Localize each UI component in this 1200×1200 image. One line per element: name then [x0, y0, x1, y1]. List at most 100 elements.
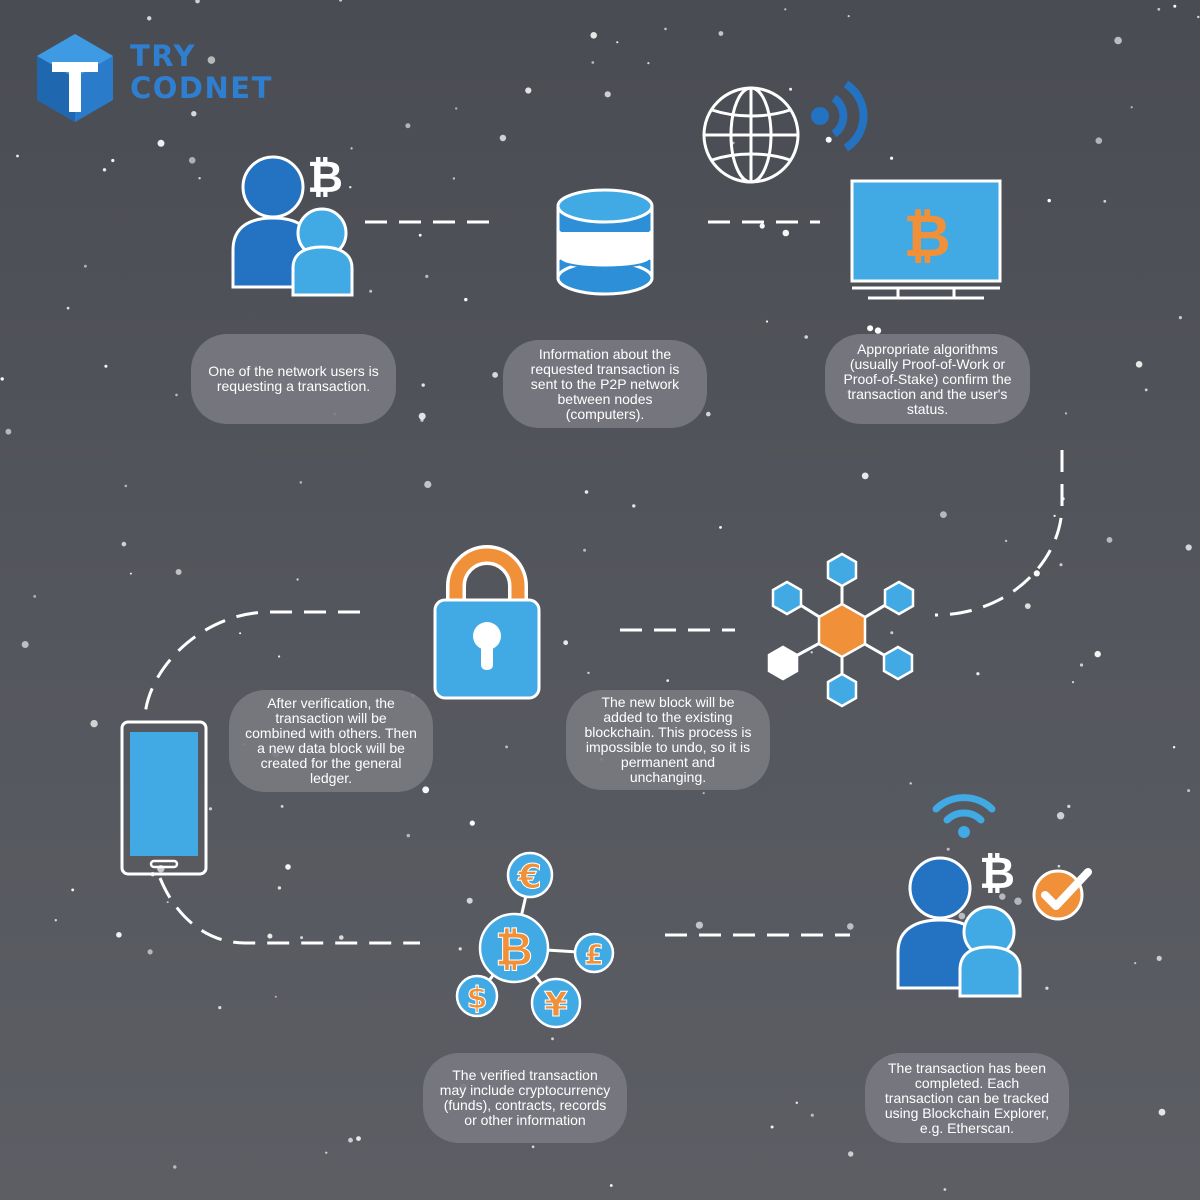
star — [1185, 544, 1192, 551]
star — [425, 274, 429, 278]
star — [795, 1101, 798, 1105]
star — [719, 526, 722, 529]
step-6-description: The verified transaction may include cry… — [423, 1053, 627, 1143]
star — [296, 578, 299, 581]
hex-node-upper-right — [883, 580, 915, 616]
star — [1106, 537, 1113, 543]
star — [587, 671, 590, 675]
star — [300, 936, 304, 940]
star — [867, 325, 874, 332]
euro-symbol-icon: € — [517, 857, 542, 897]
star — [157, 139, 165, 147]
star — [339, 0, 343, 2]
star — [604, 91, 611, 98]
star — [584, 490, 589, 494]
star — [1114, 36, 1122, 45]
star — [1157, 7, 1161, 11]
yen-symbol-icon: ¥ — [544, 985, 568, 1025]
transaction-complete-users-icon: ₿ — [896, 848, 1092, 998]
star — [765, 320, 769, 323]
star — [958, 912, 966, 920]
step-1-description: One of the network users is requesting a… — [191, 334, 396, 424]
hex-node-lower-right — [882, 645, 914, 681]
star — [116, 932, 122, 938]
hex-node-center — [817, 602, 867, 659]
database-icon — [556, 188, 654, 296]
star — [505, 745, 508, 749]
wireless-signal-icon — [811, 80, 868, 152]
brand-line-2: CODNET — [130, 71, 273, 105]
star — [632, 504, 636, 508]
step-4-description: After verification, the transaction will… — [229, 690, 433, 792]
bitcoin-symbol-icon: ₿ — [495, 922, 533, 976]
hex-node-top — [826, 552, 858, 588]
step-2-description: Information about the requested transact… — [503, 340, 707, 428]
star — [405, 123, 411, 129]
star — [702, 792, 705, 795]
star — [848, 1151, 854, 1157]
star — [1045, 986, 1049, 990]
star — [525, 87, 532, 94]
star — [452, 177, 456, 180]
star — [280, 805, 284, 808]
star — [1197, 15, 1200, 19]
blockchain-network-icon — [767, 552, 915, 708]
star — [239, 632, 242, 635]
star — [531, 1145, 535, 1149]
star — [102, 168, 107, 172]
star — [718, 31, 724, 36]
star — [890, 631, 894, 635]
star — [695, 921, 704, 929]
star — [874, 327, 882, 334]
star — [422, 786, 430, 794]
star — [54, 919, 57, 922]
star — [90, 719, 98, 728]
star — [1134, 962, 1137, 965]
star — [277, 886, 282, 890]
step-7-description: The transaction has been completed. Each… — [865, 1053, 1069, 1143]
star — [21, 641, 29, 648]
star — [1004, 539, 1008, 543]
star — [1095, 137, 1103, 144]
star — [166, 901, 169, 904]
step-5-description: The new block will be added to the exist… — [566, 690, 770, 790]
padlock-icon — [433, 545, 541, 700]
star — [1135, 361, 1143, 368]
star — [664, 27, 667, 31]
star — [349, 186, 352, 189]
star — [104, 364, 108, 368]
bitcoin-symbol-icon: ₿ — [307, 152, 343, 203]
star — [418, 233, 422, 237]
star — [274, 995, 277, 998]
star — [455, 107, 458, 110]
star — [759, 223, 765, 229]
star — [267, 933, 273, 939]
star — [825, 136, 832, 143]
star — [173, 1165, 177, 1169]
star — [789, 87, 793, 91]
star — [339, 935, 344, 940]
star — [1059, 563, 1063, 567]
dollar-symbol-icon: $ — [467, 981, 488, 1016]
users-requesting-icon: ₿ — [231, 152, 354, 297]
euro-node — [506, 851, 554, 899]
star — [1053, 514, 1056, 518]
star — [804, 335, 808, 339]
star — [466, 897, 473, 904]
star — [175, 569, 182, 575]
bitcoin-symbol-icon: ₿ — [903, 202, 950, 270]
star — [1079, 663, 1084, 667]
connector-monitor-to-network — [934, 450, 1064, 617]
star — [406, 833, 410, 838]
star — [369, 289, 373, 293]
star — [706, 411, 711, 417]
star — [71, 888, 75, 892]
star — [191, 111, 197, 117]
star — [0, 377, 4, 381]
star — [847, 15, 850, 18]
star — [770, 1125, 774, 1129]
star — [909, 782, 912, 785]
star — [129, 572, 132, 575]
star — [563, 640, 569, 646]
star — [847, 923, 854, 930]
